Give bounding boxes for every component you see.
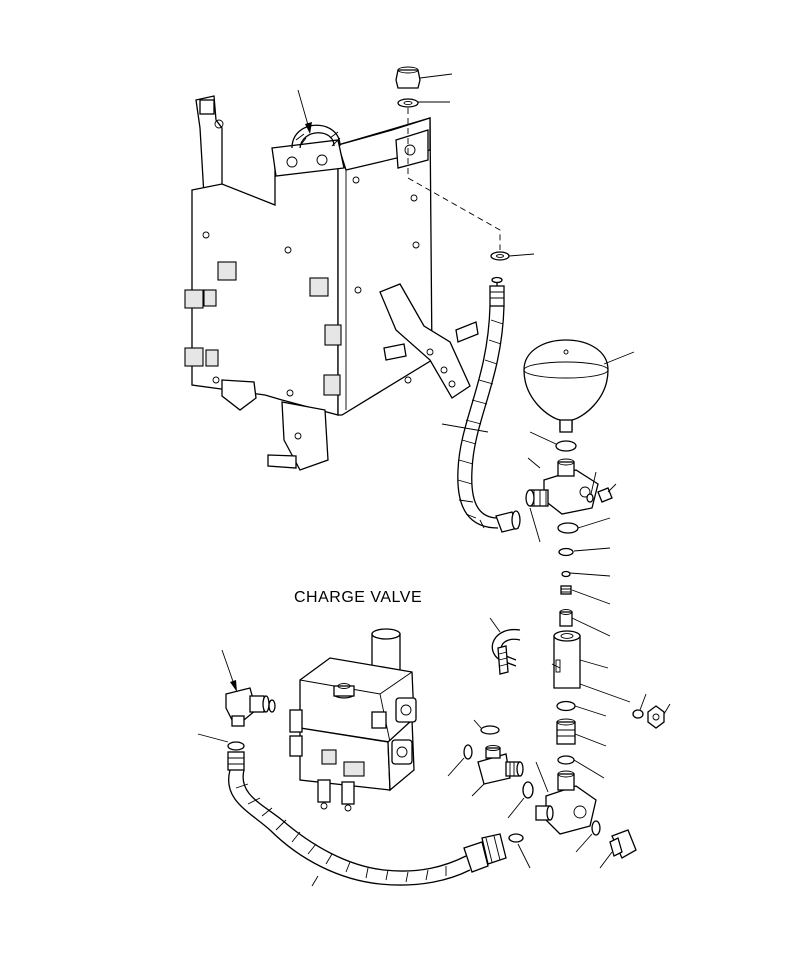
elbow-fitting (221, 649, 270, 727)
mounting-bracket (184, 95, 479, 471)
bracket-boss (184, 261, 342, 396)
tee-block-lower (535, 761, 597, 835)
hose-upper (441, 276, 521, 533)
hose-lower (227, 751, 507, 887)
o-ring-center-top (473, 719, 500, 735)
valve-sleeve (551, 630, 631, 703)
plug-bottom-right (599, 829, 637, 869)
o-ring-center-right (507, 781, 534, 819)
o-ring (529, 431, 577, 452)
o-ring-bottom (508, 833, 531, 869)
plug-small (586, 471, 617, 503)
o-ring-elbow (268, 699, 276, 713)
nut (395, 66, 453, 89)
washer-top (397, 98, 450, 108)
washer-nut-right (632, 693, 671, 729)
o-ring-left (197, 733, 245, 751)
leader-arrow-ubolt (297, 89, 312, 134)
o-ring-center-left (447, 744, 473, 777)
u-bolt-clamp (489, 617, 521, 675)
adapter-lower (556, 700, 607, 779)
o-ring-stack (557, 517, 611, 637)
accumulator (523, 339, 635, 433)
fitting-center (471, 745, 524, 797)
o-ring-right (575, 820, 601, 853)
charge-valve-label: CHARGE VALVE (294, 589, 423, 606)
tee-block-upper (525, 457, 599, 543)
washer-lower (490, 251, 535, 261)
charge-valve (289, 628, 417, 812)
